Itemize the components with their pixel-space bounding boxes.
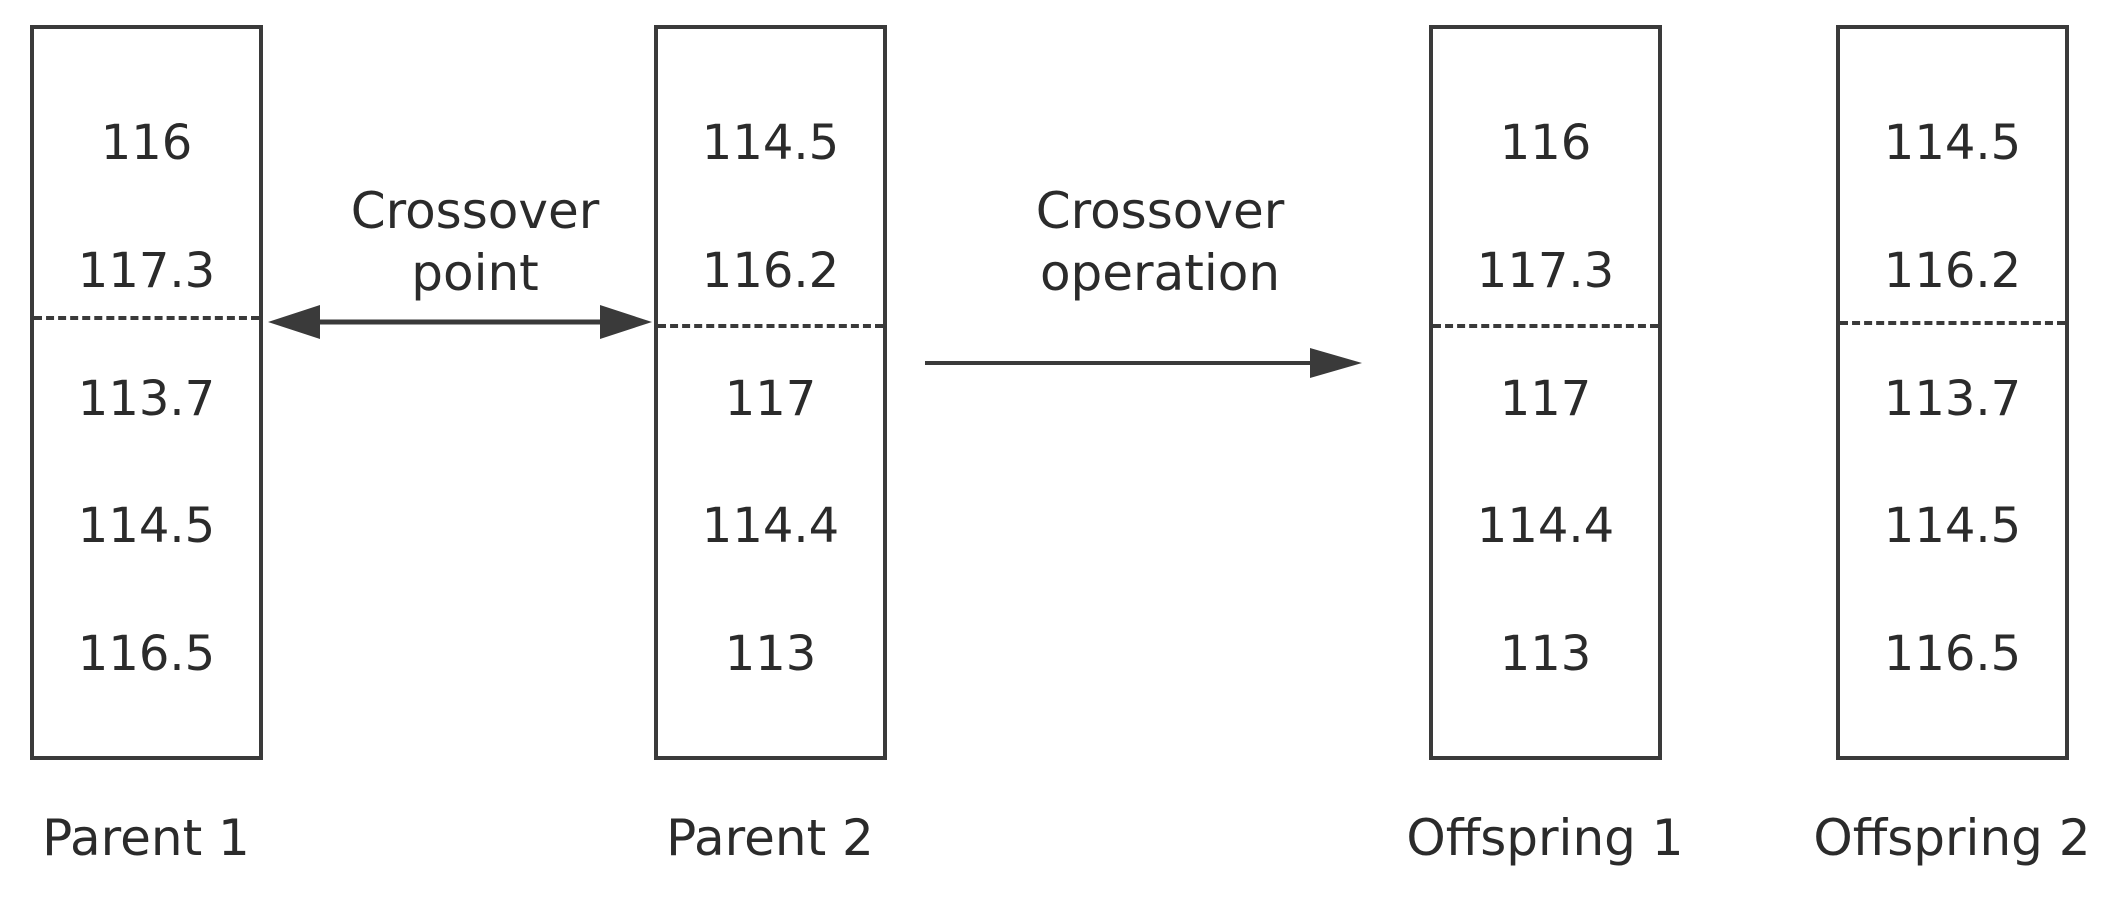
gene-cell: 116: [1499, 115, 1592, 171]
crossover-point-arrow: [268, 305, 652, 339]
chromosome-parent-2: 114.5 116.2 117 114.4 113: [654, 25, 887, 760]
gene-cell: 114.5: [1883, 115, 2022, 171]
caption-parent-2: Parent 2: [666, 809, 874, 867]
gene-cell: 117.3: [1476, 243, 1615, 299]
caption-offspring-2: Offspring 2: [1813, 809, 2091, 867]
crossover-operation-label-line-1: Crossover: [1035, 182, 1285, 240]
chromosome-offspring-2: 114.5 116.2 113.7 114.5 116.5: [1836, 25, 2069, 760]
gene-cell: 116.5: [77, 626, 216, 682]
gene-cell: 116.5: [1883, 626, 2022, 682]
gene-cell: 116: [100, 115, 193, 171]
gene-cell: 116.2: [1883, 243, 2022, 299]
gene-cell: 117: [724, 371, 817, 427]
crossover-operation-label-line-2: operation: [1039, 244, 1281, 302]
gene-cell: 117: [1499, 371, 1592, 427]
chromosome-offspring-1: 116 117.3 117 114.4 113: [1429, 25, 1662, 760]
crossover-point-label: Crossover point: [325, 180, 625, 304]
gene-cell: 117.3: [77, 243, 216, 299]
crossover-point-label-line-1: Crossover: [350, 182, 600, 240]
crossover-point-line: [1433, 324, 1658, 328]
crossover-point-line: [658, 324, 883, 328]
gene-cell: 114.4: [1476, 498, 1615, 554]
gene-cell: 116.2: [701, 243, 840, 299]
gene-cell: 113: [1499, 626, 1592, 682]
crossover-operation-label: Crossover operation: [990, 180, 1330, 304]
caption-offspring-1: Offspring 1: [1406, 809, 1684, 867]
crossover-operation-arrow: [925, 348, 1362, 378]
gene-cell: 114.5: [77, 498, 216, 554]
caption-parent-1: Parent 1: [42, 809, 250, 867]
crossover-point-label-line-2: point: [411, 244, 539, 302]
chromosome-parent-1: 116 117.3 113.7 114.5 116.5: [30, 25, 263, 760]
gene-cell: 114.5: [701, 115, 840, 171]
gene-cell: 113.7: [77, 371, 216, 427]
gene-cell: 113.7: [1883, 371, 2022, 427]
crossover-point-line: [34, 316, 259, 320]
gene-cell: 114.4: [701, 498, 840, 554]
crossover-point-line: [1840, 321, 2065, 325]
gene-cell: 113: [724, 626, 817, 682]
gene-cell: 114.5: [1883, 498, 2022, 554]
